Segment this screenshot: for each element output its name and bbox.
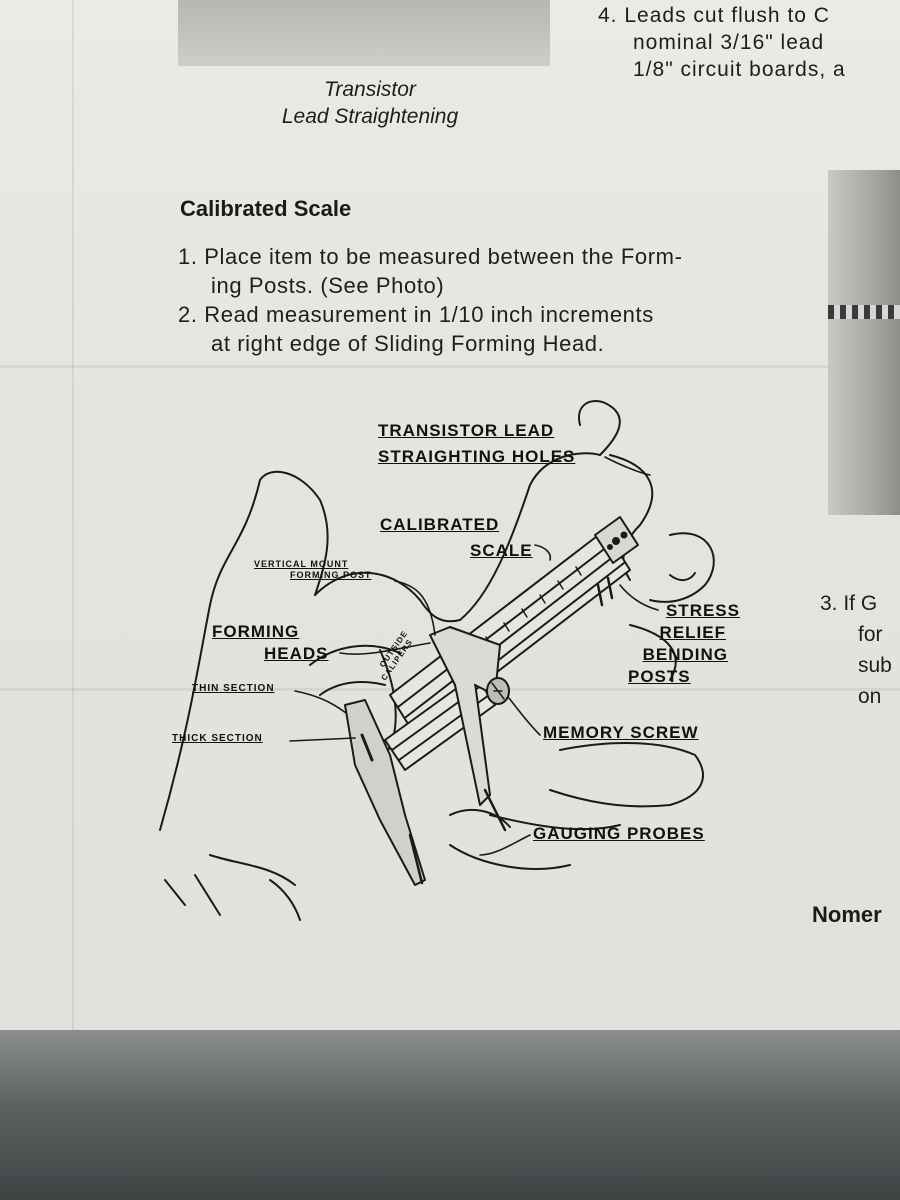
- hand-outline: [629, 624, 677, 681]
- hand-outline: [549, 742, 704, 808]
- hand-outline: [194, 874, 221, 916]
- nomenclature-heading: Nomer: [812, 902, 882, 927]
- hand-outline: [459, 452, 601, 621]
- label-thin-section: THIN SECTION: [192, 683, 275, 694]
- hand-outline: [269, 879, 301, 921]
- label-forming-heads: FORMING HEADS: [212, 622, 329, 663]
- fixed-forming-head: [344, 699, 426, 886]
- tabletop-background: [0, 1030, 900, 1200]
- leader-lines: [289, 456, 659, 856]
- instruction-sheet: Transistor Lead Straightening 4. Leads c…: [0, 0, 900, 1040]
- label-calibrated-scale: CALIBRATED SCALE: [380, 515, 533, 560]
- fold-crease: [0, 365, 900, 368]
- label-gauging-probes: GAUGING PROBES: [533, 824, 705, 843]
- section-heading: Calibrated Scale: [180, 196, 352, 221]
- sliding-forming-head: [429, 626, 507, 832]
- label-vertical-mount-post: VERTICAL MOUNT FORMING POST: [254, 559, 372, 580]
- hand-outline: [164, 879, 186, 906]
- stress-relief-posts: [596, 576, 614, 607]
- photo-caption: Transistor Lead Straightening: [281, 78, 459, 128]
- hand-outline: [319, 681, 386, 696]
- label-transistor-lead-holes: TRANSISTOR LEAD STRAIGHTING HOLES: [378, 421, 576, 466]
- step-2: 2. Read measurement in 1/10 inch increme…: [178, 302, 654, 327]
- step-3-text: 3. If G for sub on: [820, 592, 892, 708]
- calibrated-scale-steps: 1. Place item to be measured between the…: [178, 242, 798, 358]
- hand-outline: [449, 844, 571, 870]
- label-thick-section: THICK SECTION: [172, 733, 263, 744]
- step-1: 1. Place item to be measured between the…: [178, 244, 683, 269]
- memory-screw: [486, 677, 510, 705]
- lead-straightening-photo: [178, 0, 550, 66]
- label-memory-screw: MEMORY SCREW: [543, 723, 699, 742]
- hand-outline: [159, 470, 329, 831]
- fold-crease: [72, 0, 74, 1040]
- hand-outline: [314, 571, 461, 623]
- step-4-text: 4. Leads cut flush to C nominal 3/16" le…: [598, 4, 846, 81]
- hand-outline: [669, 572, 696, 581]
- hand-outline: [649, 532, 715, 603]
- tool-photo: [828, 170, 900, 515]
- hand-outline: [489, 814, 621, 831]
- hand-outline: [578, 400, 621, 456]
- hand-outline: [449, 808, 511, 828]
- label-stress-relief-posts: STRESS RELIEF BENDING POSTS: [628, 601, 740, 686]
- hand-outline: [209, 854, 296, 886]
- tool-diagram: [159, 400, 715, 921]
